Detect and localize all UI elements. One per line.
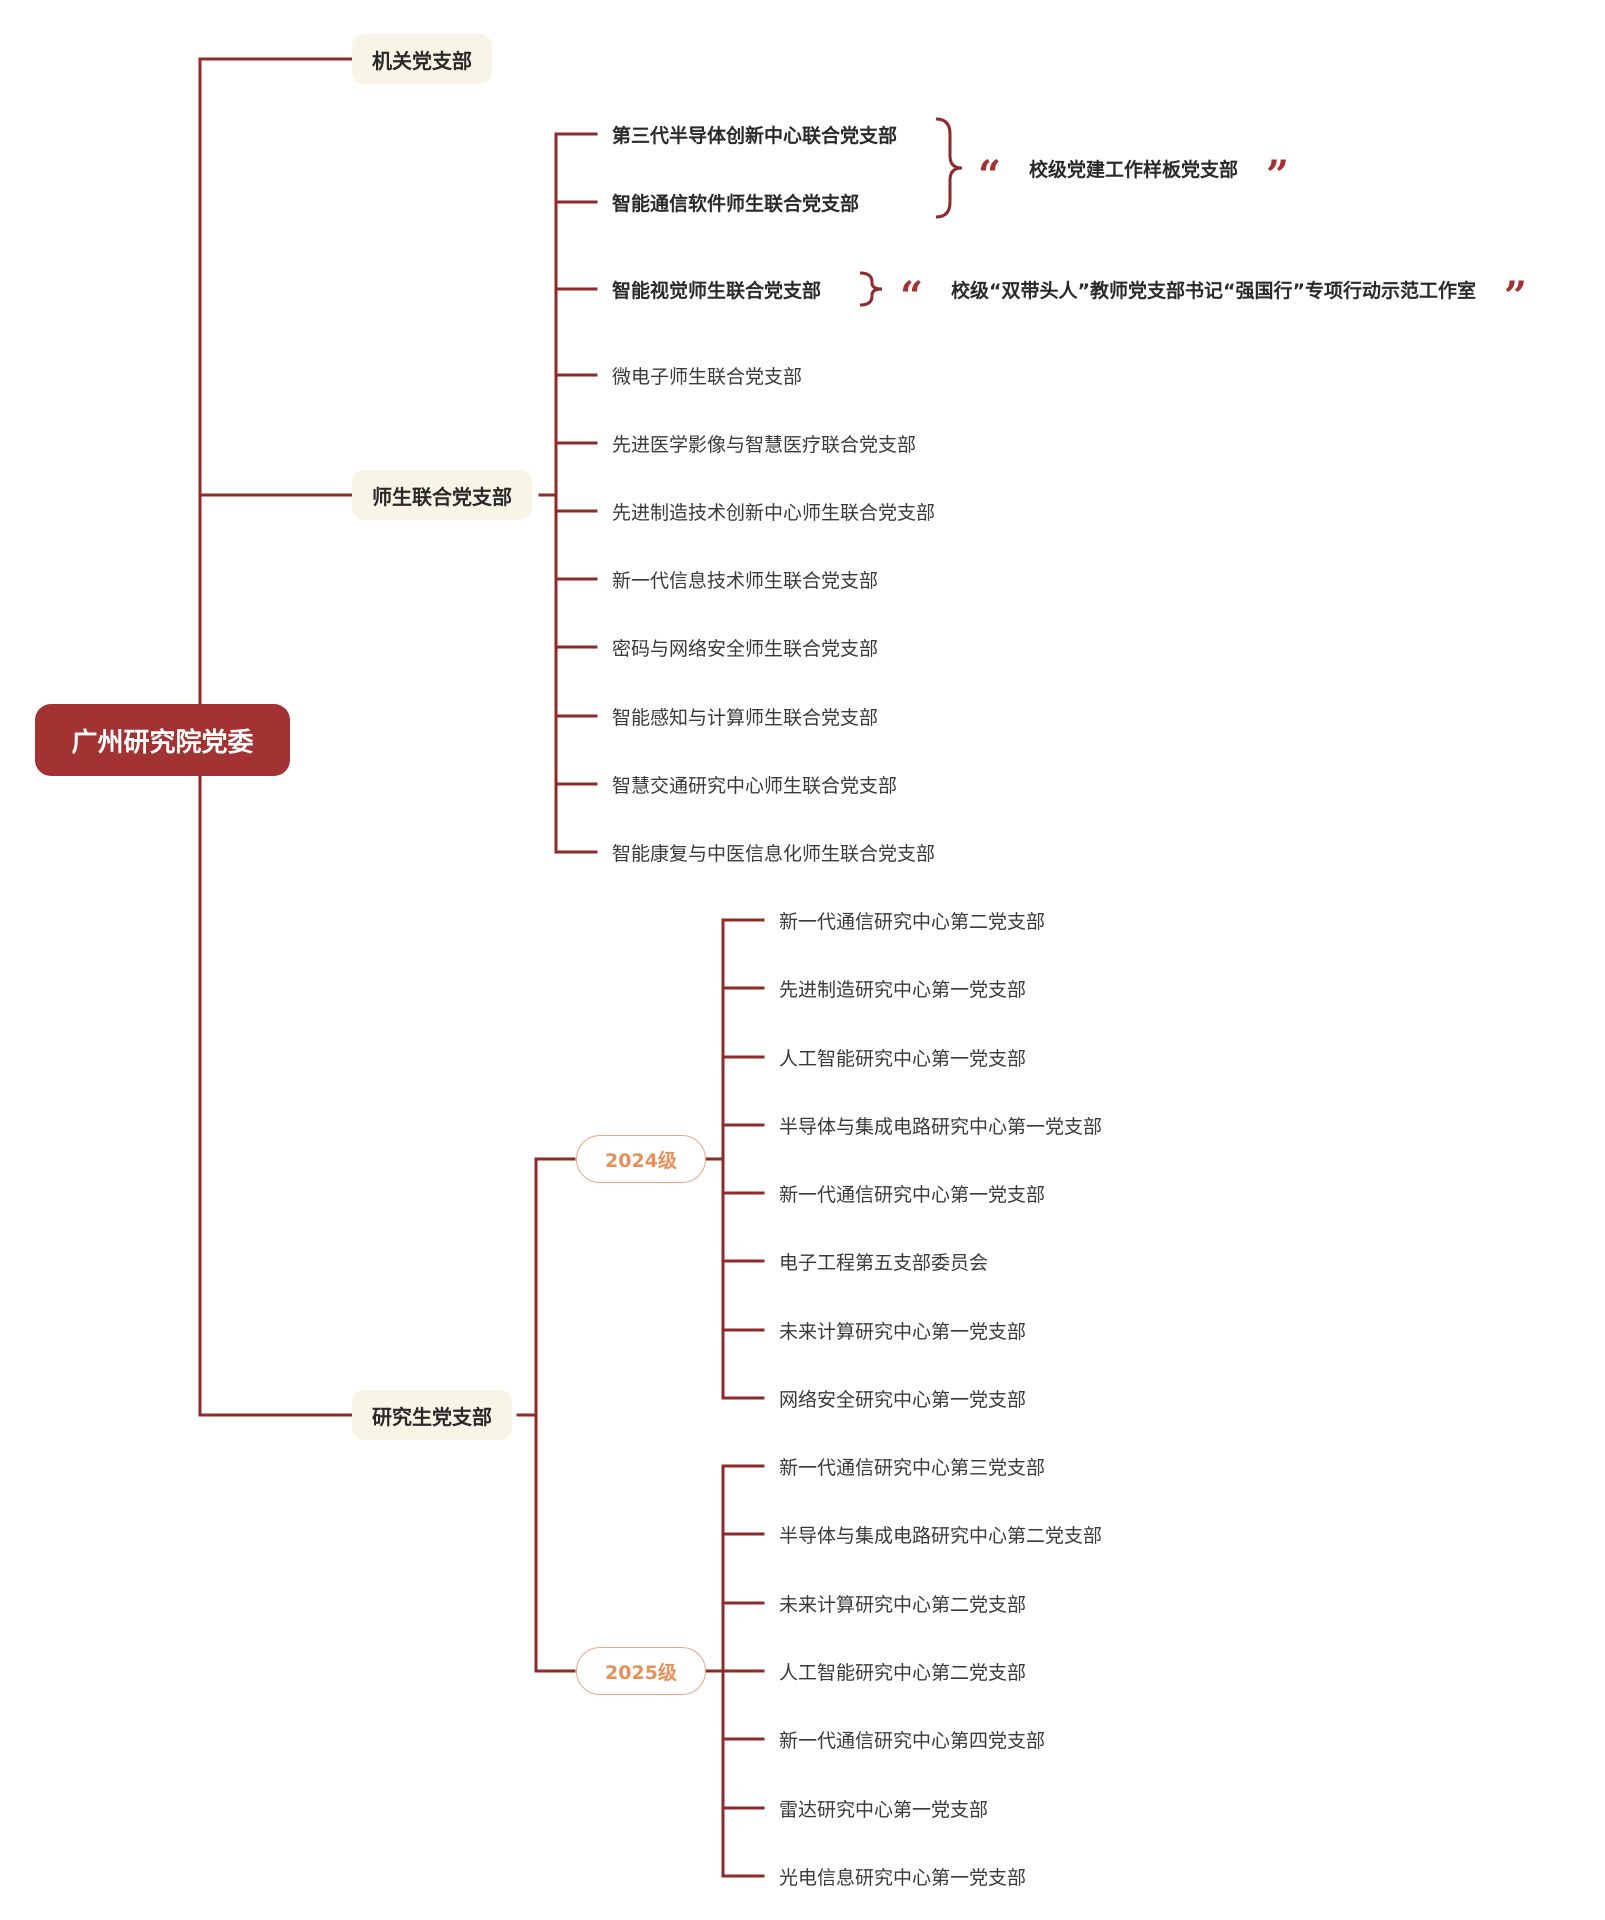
grade-2024-node[interactable]: 2024级 [576, 1135, 706, 1183]
branch-item-highlighted[interactable]: 智能视觉师生联合党支部 [612, 279, 822, 302]
close-quote-icon: ” [1266, 152, 1290, 199]
branch-item-2025[interactable]: 新一代通信研究中心第三党支部 [779, 1456, 1046, 1479]
grade-2025-node[interactable]: 2025级 [576, 1647, 706, 1695]
badge-demo-studio: “ 校级“双带头人”教师党支部书记“强国行”专项行动示范工作室 ” [900, 271, 1527, 317]
root-node[interactable]: 广州研究院党委 [35, 704, 290, 776]
node-jiguan-branch[interactable]: 机关党支部 [352, 34, 492, 84]
branch-item-2025[interactable]: 人工智能研究中心第二党支部 [779, 1661, 1027, 1684]
branch-item-2025[interactable]: 半导体与集成电路研究中心第二党支部 [779, 1524, 1103, 1547]
branch-item-2024[interactable]: 半导体与集成电路研究中心第一党支部 [779, 1115, 1103, 1138]
branch-item[interactable]: 先进医学影像与智慧医疗联合党支部 [612, 433, 917, 456]
branch-item-highlighted[interactable]: 智能通信软件师生联合党支部 [612, 192, 860, 215]
branch-item-highlighted[interactable]: 第三代半导体创新中心联合党支部 [612, 124, 898, 147]
branch-item[interactable]: 新一代信息技术师生联合党支部 [612, 569, 879, 592]
branch-item[interactable]: 智能康复与中医信息化师生联合党支部 [612, 842, 936, 865]
close-quote-icon: ” [1503, 273, 1527, 320]
branch-item-2024[interactable]: 网络安全研究中心第一党支部 [779, 1388, 1027, 1411]
branch-item-2024[interactable]: 新一代通信研究中心第二党支部 [779, 910, 1046, 933]
branch-item-2024[interactable]: 未来计算研究中心第一党支部 [779, 1320, 1027, 1343]
branch-item[interactable]: 先进制造技术创新中心师生联合党支部 [612, 501, 936, 524]
badge-model-branch: “ 校级党建工作样板党支部 ” [978, 150, 1289, 196]
branch-item-2025[interactable]: 未来计算研究中心第二党支部 [779, 1593, 1027, 1616]
branch-item-2024[interactable]: 电子工程第五支部委员会 [779, 1251, 989, 1274]
branch-item[interactable]: 智慧交通研究中心师生联合党支部 [612, 774, 898, 797]
node-yanjiusheng-branch[interactable]: 研究生党支部 [352, 1390, 512, 1440]
open-quote-icon: “ [978, 152, 1002, 199]
branch-item-2024[interactable]: 先进制造研究中心第一党支部 [779, 978, 1027, 1001]
branch-item-2024[interactable]: 人工智能研究中心第一党支部 [779, 1047, 1027, 1070]
badge-text: 校级党建工作样板党支部 [1029, 158, 1239, 181]
open-quote-icon: “ [900, 273, 924, 320]
branch-item[interactable]: 智能感知与计算师生联合党支部 [612, 706, 879, 729]
branch-item-2025[interactable]: 雷达研究中心第一党支部 [779, 1798, 989, 1821]
node-shisheng-branch[interactable]: 师生联合党支部 [352, 470, 532, 520]
branch-item[interactable]: 密码与网络安全师生联合党支部 [612, 637, 879, 660]
branch-item-2025[interactable]: 新一代通信研究中心第四党支部 [779, 1729, 1046, 1752]
branch-item-2024[interactable]: 新一代通信研究中心第一党支部 [779, 1183, 1046, 1206]
branch-item-2025[interactable]: 光电信息研究中心第一党支部 [779, 1866, 1027, 1889]
badge-text: 校级“双带头人”教师党支部书记“强国行”专项行动示范工作室 [951, 279, 1476, 302]
branch-item[interactable]: 微电子师生联合党支部 [612, 365, 803, 388]
